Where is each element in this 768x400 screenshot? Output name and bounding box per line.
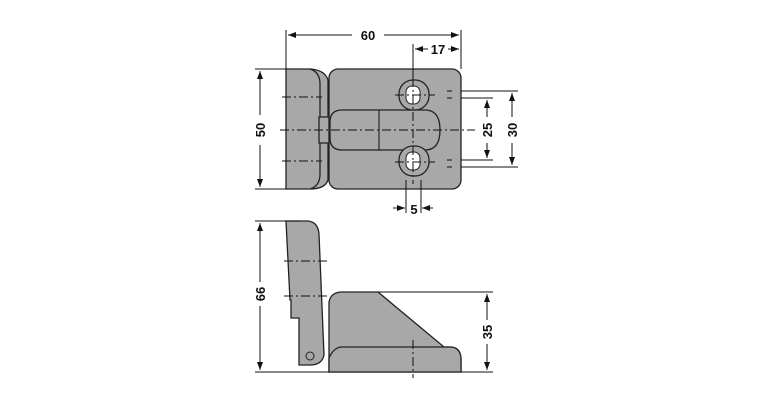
hinge-base-side <box>328 346 462 373</box>
dim-label-30: 30 <box>505 123 520 137</box>
dim-60: 60 <box>288 28 459 43</box>
dim-5: 5 <box>393 202 433 217</box>
dim-label-35: 35 <box>480 325 495 339</box>
dim-30: 30 <box>505 93 520 165</box>
dim-label-5: 5 <box>410 202 417 217</box>
dim-label-17: 17 <box>431 42 445 57</box>
dim-35: 35 <box>480 294 495 370</box>
dim-66: 66 <box>253 223 268 370</box>
dim-17: 17 <box>415 42 459 57</box>
dim-label-25: 25 <box>480 123 495 137</box>
dim-label-50: 50 <box>253 123 268 137</box>
dim-25: 25 <box>480 100 495 158</box>
dim-50: 50 <box>253 71 268 187</box>
side-view: 66 35 <box>253 220 495 378</box>
pin-circle <box>305 351 315 361</box>
hinge-leaf-side <box>285 220 325 366</box>
hinge-knuckle-top <box>309 68 329 190</box>
mounting-hole-lower <box>398 145 430 177</box>
top-view: 60 17 50 25 30 5 <box>253 28 520 217</box>
dim-label-66: 66 <box>253 287 268 301</box>
dim-label-60: 60 <box>361 28 375 43</box>
hinge-leaf-top <box>285 68 323 190</box>
